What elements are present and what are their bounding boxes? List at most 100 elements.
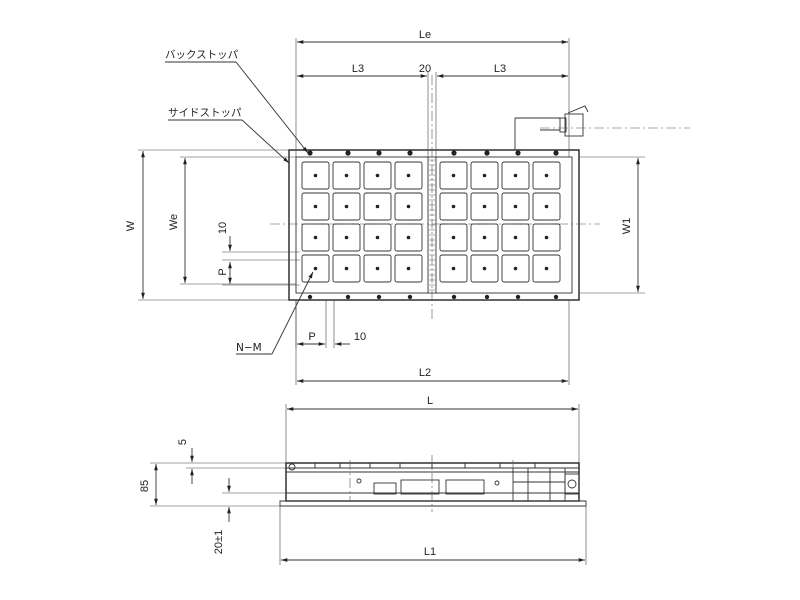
dim-label-P-vertical: P: [217, 268, 229, 275]
pole-hole: [513, 266, 518, 271]
pole-hole: [451, 173, 456, 178]
pole-cell: [501, 192, 530, 221]
label-n-m: N−M: [236, 342, 262, 354]
bolt-hole-bottom: [515, 294, 521, 300]
pole-hole: [451, 204, 456, 209]
side-top-bolts: [314, 463, 536, 468]
label-back-stopper: バックストッパ: [165, 49, 239, 61]
dim-label-We: We: [168, 214, 180, 230]
pole-cell: [470, 223, 499, 252]
bolt-hole-top: [451, 150, 457, 156]
dim-label-W: W: [125, 220, 137, 231]
terminal-box: [512, 467, 566, 502]
bolt-hole-bottom: [345, 294, 351, 300]
side-window-3: [445, 479, 485, 495]
bolt-hole-bottom: [484, 294, 490, 300]
pole-cell: [301, 161, 330, 190]
pole-hole: [482, 173, 487, 178]
bolt-hole-bottom: [407, 294, 413, 300]
top-view: Le L3 20 L3 バックストッパ サイドストッパ W We W1: [125, 29, 690, 385]
pole-hole: [375, 204, 380, 209]
dim-label-L3-left: L3: [352, 63, 364, 75]
pole-hole: [406, 235, 411, 240]
pole-hole: [344, 204, 349, 209]
dim-label-85: 85: [139, 480, 151, 492]
pole-hole: [544, 235, 549, 240]
side-base: [279, 500, 587, 507]
pole-cell: [394, 161, 423, 190]
pole-cell: [363, 161, 392, 190]
pole-hole: [451, 235, 456, 240]
pole-cell: [439, 161, 468, 190]
dim-label-W1: W1: [621, 218, 633, 235]
pole-hole: [344, 235, 349, 240]
dim-label-L2: L2: [419, 367, 431, 379]
bolt-hole-top: [553, 150, 559, 156]
pole-cell: [532, 192, 561, 221]
pole-hole: [313, 235, 318, 240]
bolt-hole-bottom: [376, 294, 382, 300]
pole-cell: [301, 192, 330, 221]
pole-cell: [532, 254, 561, 283]
pole-hole: [406, 173, 411, 178]
pole-cell: [332, 161, 361, 190]
pole-cell: [394, 223, 423, 252]
pole-cell: [501, 223, 530, 252]
side-window-2: [400, 479, 440, 495]
pole-cell: [332, 254, 361, 283]
pole-hole: [375, 173, 380, 178]
magnet-pole-grid: [301, 161, 561, 283]
pole-cell: [470, 192, 499, 221]
pole-hole: [344, 173, 349, 178]
bolt-hole-top: [376, 150, 382, 156]
mounting-holes: [307, 150, 559, 300]
pole-hole: [313, 266, 318, 271]
pole-hole: [375, 266, 380, 271]
pole-hole: [544, 173, 549, 178]
pole-cell: [470, 161, 499, 190]
pole-hole: [482, 235, 487, 240]
dim-label-5: 5: [177, 439, 189, 445]
pole-cell: [301, 254, 330, 283]
pole-hole: [544, 266, 549, 271]
pole-hole: [344, 266, 349, 271]
pole-cell: [501, 254, 530, 283]
pole-cell: [439, 192, 468, 221]
dim-label-L3-right: L3: [494, 63, 506, 75]
dim-label-10-vertical: 10: [217, 222, 229, 234]
pole-cell: [501, 161, 530, 190]
side-view: L 5 85 20±1 L1: [139, 395, 587, 565]
pole-hole: [313, 173, 318, 178]
pole-hole: [375, 235, 380, 240]
plate-outline: [288, 149, 580, 301]
bolt-hole-top: [484, 150, 490, 156]
bolt-hole-top: [307, 150, 313, 156]
pole-hole: [513, 204, 518, 209]
pole-cell: [439, 254, 468, 283]
dim-label-L1: L1: [424, 546, 436, 558]
bolt-hole-top: [345, 150, 351, 156]
plate-inner-outline: [295, 156, 573, 294]
pole-cell: [470, 254, 499, 283]
pole-hole: [482, 204, 487, 209]
pole-cell: [363, 192, 392, 221]
pole-cell: [394, 192, 423, 221]
pole-hole: [544, 204, 549, 209]
pole-hole: [513, 235, 518, 240]
dim-label-L: L: [427, 395, 433, 407]
dim-label-10-horizontal: 10: [354, 331, 366, 343]
side-window-1: [373, 482, 397, 495]
bolt-hole-bottom: [553, 294, 559, 300]
connector-right: [514, 105, 690, 150]
dim-label-center-gap: 20: [419, 63, 431, 75]
pole-hole: [406, 204, 411, 209]
bolt-hole-top: [407, 150, 413, 156]
bolt-hole-bottom: [307, 294, 313, 300]
bolt-hole-top: [515, 150, 521, 156]
pole-cell: [532, 161, 561, 190]
pole-cell: [332, 192, 361, 221]
pole-cell: [394, 254, 423, 283]
pole-cell: [363, 223, 392, 252]
pole-cell: [363, 254, 392, 283]
